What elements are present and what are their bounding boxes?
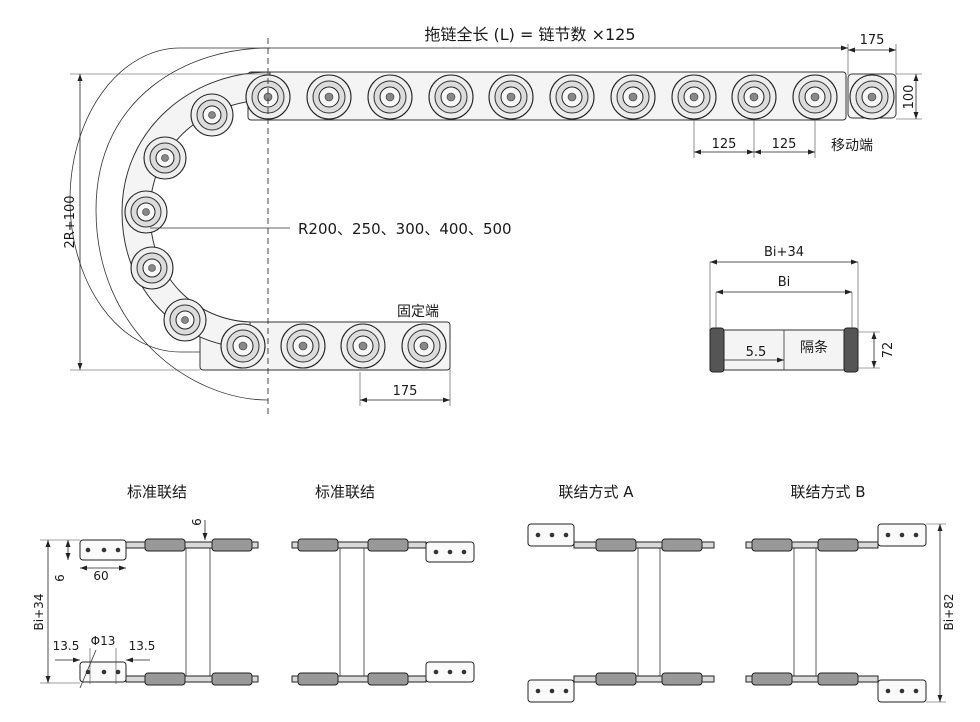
mode-b-title: 联结方式 B [790,483,865,501]
mode-a-title: 联结方式 A [558,483,634,501]
height-label: 2R+100 [63,195,78,248]
section-right-link [843,327,859,373]
cross-section: Bi+34 Bi 5.5 隔条 72 [709,245,896,373]
standard-1-dim-6-left: 6 [53,574,67,582]
hole-left-label: 13.5 [53,639,80,653]
dim-100: 100 [902,85,917,110]
standard-1-dim-6-top: 6 [190,518,204,526]
pitch-b: 125 [772,137,797,152]
separator-label: 隔条 [800,339,828,356]
outer-width-label: Bi+34 [764,245,804,260]
radius-list: R200、250、300、400、500 [298,220,512,238]
standard-1-width: Bi+34 [32,594,46,631]
length-formula: 拖链全长 (L) = 链节数 ×125 [424,25,635,44]
hole-dia-label: Φ13 [91,634,116,648]
section-left-link [709,327,725,373]
standard-1-title: 标准联结 [127,483,187,501]
connection-mode-b: 联结方式 B Bi+82 [745,483,956,703]
hole-right-label: 13.5 [129,639,156,653]
mode-b-width: Bi+82 [942,594,956,631]
inner-width-label: Bi [778,275,791,290]
fixed-end-label: 固定端 [397,304,439,320]
chain-side-view: 拖链全长 (L) = 链节数 ×125 175 100 125 125 移动端 … [63,25,922,415]
standard-connection-2: 标准联结 [291,483,475,686]
standard-2-title: 标准联结 [315,483,375,501]
outer-sweep-line [69,47,270,353]
dim-175-bottom: 175 [393,384,418,399]
standard-1-dim-60: 60 [93,569,108,583]
connection-mode-a: 联结方式 A [527,483,715,703]
moving-end-label: 移动端 [831,138,873,154]
height-72-label: 72 [881,342,896,359]
gap-label: 5.5 [746,345,767,360]
pitch-a: 125 [712,137,737,152]
dim-175-top: 175 [860,33,885,48]
standard-connection-1: 标准联结 Bi+34 6 6 60 13.5 Φ13 13.5 [32,483,259,689]
outer-envelope-arc [95,47,269,401]
